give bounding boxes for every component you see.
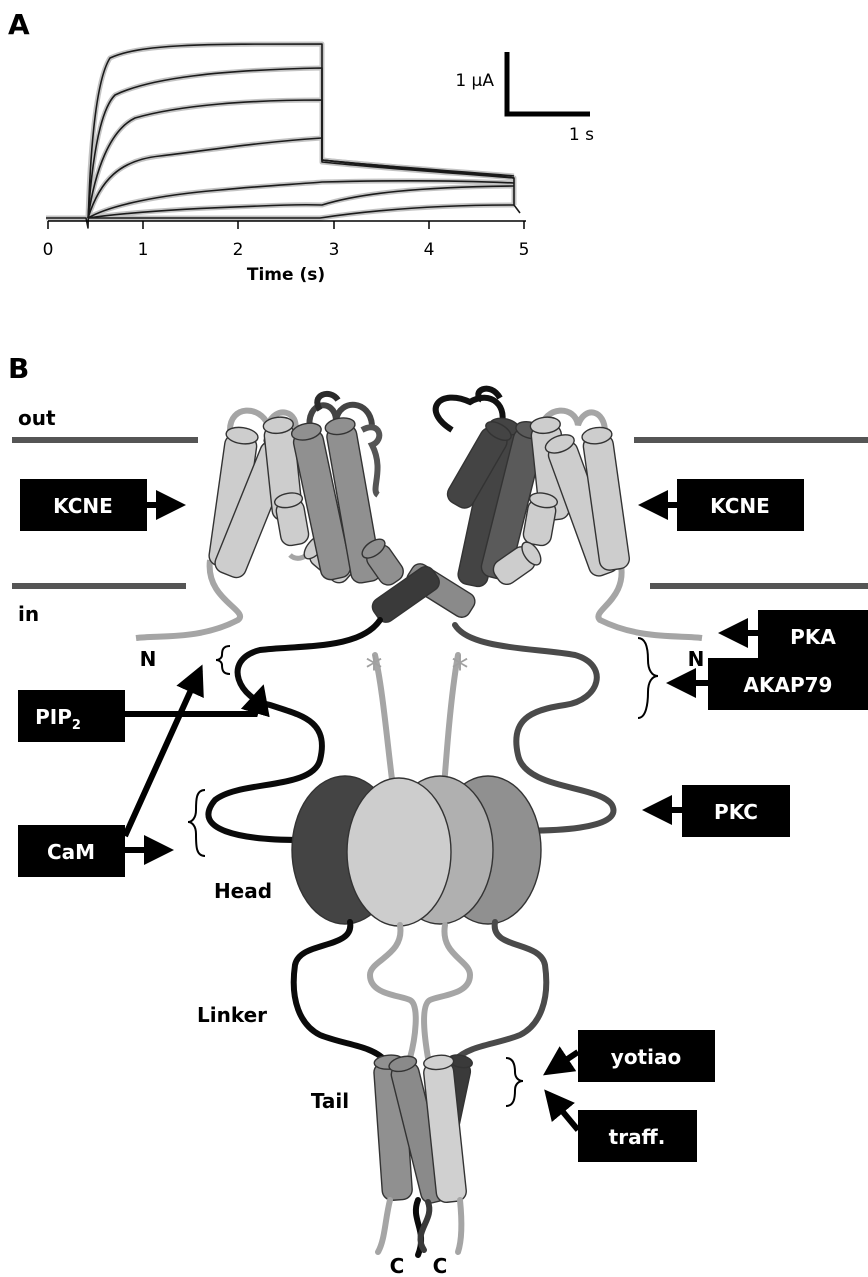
panel-b: B out in — [8, 352, 868, 1277]
traffic-callout: traff. — [548, 1094, 697, 1162]
panel-a: A — [8, 8, 594, 285]
kcne-left-callout: KCNE — [20, 479, 180, 531]
transmembrane-domain-left — [136, 394, 407, 638]
pip2-callout: PIP2 — [18, 690, 262, 742]
scale-bar: 1 μA 1 s — [455, 52, 594, 145]
x-axis-title: Time (s) — [247, 265, 325, 285]
tail-domain — [373, 1053, 474, 1205]
c-terminus-label-left: C — [390, 1254, 405, 1277]
pip2-label-subscript: 2 — [72, 718, 81, 733]
yotiao-label: yotiao — [611, 1045, 681, 1069]
head-label: Head — [214, 879, 272, 903]
panel-a-label: A — [8, 8, 30, 41]
cam-label: CaM — [47, 840, 95, 864]
n-terminus-label-left: N — [140, 647, 157, 671]
x-tick-label: 0 — [43, 240, 54, 260]
phosphorylation-asterisk-left: * — [366, 649, 383, 689]
n-terminus-label-right: N — [688, 647, 705, 671]
scale-time-label: 1 s — [569, 125, 594, 145]
transmembrane-domain-right — [436, 389, 702, 638]
pip2-label-base: PIP — [35, 705, 72, 729]
x-tick-label: 3 — [329, 240, 340, 260]
pka-label: PKA — [790, 625, 836, 649]
x-tick-label: 1 — [138, 240, 149, 260]
pkc-callout: PKC — [648, 785, 790, 837]
current-traces — [46, 44, 520, 228]
pka-callout: PKA — [724, 610, 868, 662]
x-tick-label: 4 — [424, 240, 435, 260]
kcne-right-callout: KCNE — [644, 479, 804, 531]
scale-current-label: 1 μA — [455, 71, 494, 91]
kcne-left-label: KCNE — [53, 494, 113, 518]
linker-region — [294, 922, 547, 1060]
traffic-label: traff. — [609, 1125, 666, 1149]
tail-label: Tail — [311, 1089, 349, 1113]
yotiao-callout: yotiao — [548, 1030, 715, 1082]
x-tick-label: 2 — [233, 240, 244, 260]
akap79-label: AKAP79 — [744, 673, 833, 697]
head-domain — [292, 776, 541, 926]
phosphorylation-asterisk-right: * — [452, 649, 469, 689]
x-tick-label: 5 — [519, 240, 530, 260]
membrane-in-label: in — [18, 602, 39, 626]
c-termini — [378, 1200, 461, 1255]
pkc-label: PKC — [714, 800, 758, 824]
membrane-out-label: out — [18, 406, 56, 430]
kcne-right-label: KCNE — [710, 494, 770, 518]
panel-b-label: B — [8, 352, 29, 385]
x-axis: 0 1 2 3 4 5 Time (s) — [43, 221, 530, 285]
linker-label: Linker — [197, 1003, 267, 1027]
c-terminus-label-right: C — [433, 1254, 448, 1277]
